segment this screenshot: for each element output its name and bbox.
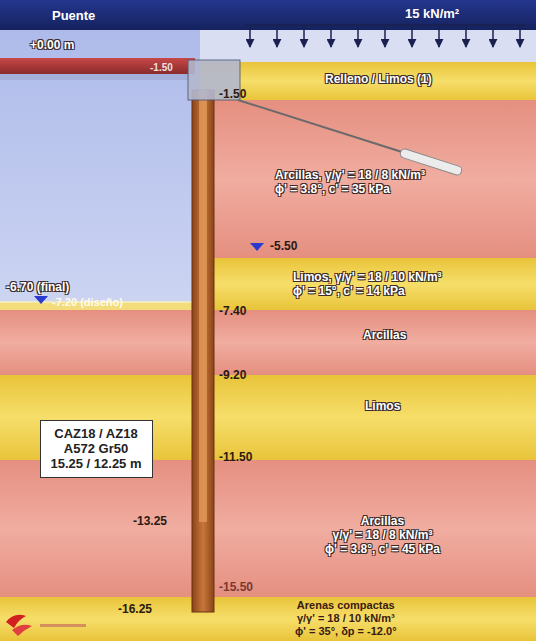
header-bar (0, 0, 536, 30)
soil-band (0, 597, 536, 641)
sheet-pile (192, 90, 214, 612)
elevation: -13.25 (133, 514, 167, 528)
layer-label: Arcillas (363, 328, 406, 342)
layer-label: ϕ' = 3.8°, c' = 45 kPa (325, 542, 440, 556)
text-group: Limos (365, 399, 400, 413)
text-group: Arcillasγ/γ' = 18 / 8 kN/m³ϕ' = 3.8°, c'… (325, 514, 440, 556)
load-arrow (411, 25, 413, 47)
load-arrow (303, 25, 305, 47)
soil-layer: Arcillas, γ/γ' = 18 / 8 kN/m³ϕ' = 3.8°, … (215, 100, 536, 258)
text-group: Arcillas, γ/γ' = 18 / 8 kN/m³ϕ' = 3.8°, … (275, 168, 425, 196)
load-value: 15 kN/m² (405, 6, 459, 21)
elevation: -9.20 (219, 368, 246, 382)
load-arrow (276, 25, 278, 47)
elevation: -7.40 (219, 304, 246, 318)
text-group: Limos, γ/γ' = 18 / 10 kN/m³ϕ' = 15°, c' … (293, 270, 442, 298)
short-pile (199, 90, 207, 522)
layer-label: ϕ' = 15°, c' = 14 kPa (293, 284, 442, 298)
text-group: Arcillas (363, 328, 406, 342)
soil-layer: Arenas compactasγ/γ' = 18 / 10 kN/m³ϕ' =… (215, 597, 536, 641)
layer-label: ϕ' = 3.8°, c' = 35 kPa (275, 182, 425, 196)
load-arrows (245, 25, 525, 47)
anchor-tie (238, 100, 402, 152)
water-level: -6.70 (final) (6, 280, 69, 294)
deck-shadow (0, 74, 195, 80)
spec-text: 15.25 / 12.25 m (50, 456, 142, 471)
soil-layer: Arcillasγ/γ' = 18 / 8 kN/m³ϕ' = 3.8°, c'… (215, 460, 536, 597)
layer-label: Relleno / Limos (1) (325, 72, 432, 86)
bridge-deck (0, 58, 195, 74)
soil-band (0, 310, 536, 375)
text-group: Arenas compactasγ/γ' = 18 / 10 kN/m³ϕ' =… (295, 599, 397, 638)
logo-text-mark (40, 624, 86, 627)
soil-layer: Relleno / Limos (1) (215, 62, 536, 100)
design-level: -7.20 (diseño) (52, 296, 123, 308)
soil-layer: Limos, γ/γ' = 18 / 10 kN/m³ϕ' = 15°, c' … (215, 258, 536, 310)
layer-label: ϕ' = 35°, δp = -12.0° (295, 625, 397, 638)
soil-layer: Limos (215, 375, 536, 460)
load-arrow (384, 25, 386, 47)
layer-label: Limos, γ/γ' = 18 / 10 kN/m³ (293, 270, 442, 284)
elevation: -11.50 (219, 450, 252, 464)
load-arrow (519, 25, 521, 47)
load-arrow (330, 25, 332, 47)
spec-text: A572 Gr50 (50, 441, 142, 456)
layer-label: γ/γ' = 18 / 8 kN/m³ (325, 528, 440, 542)
text-group: CAZ18 / AZ18A572 Gr5015.25 / 12.25 m (50, 426, 142, 471)
spec-text: CAZ18 / AZ18 (50, 426, 142, 441)
text-group: Relleno / Limos (1) (325, 72, 432, 86)
soil-band (200, 258, 536, 310)
load-arrow (492, 25, 494, 47)
elevation: +0.00 m (30, 38, 74, 52)
layer-label: γ/γ' = 18 / 10 kN/m³ (295, 612, 397, 625)
water-table-mark (250, 243, 264, 251)
load-arrow (438, 25, 440, 47)
layer-label: Arcillas (325, 514, 440, 528)
soil-band (200, 62, 536, 100)
elevation: -16.25 (118, 602, 152, 616)
soil-band (200, 100, 536, 258)
load-arrow (357, 25, 359, 47)
layer-label: Arenas compactas (295, 599, 397, 612)
elevation: -1.50 (219, 87, 246, 101)
bridge-label: Puente (52, 8, 95, 23)
logo-mark (12, 625, 32, 636)
elevation: -5.50 (270, 239, 297, 253)
load-arrow (465, 25, 467, 47)
soil-band (0, 375, 536, 460)
layer-label: Arcillas, γ/γ' = 18 / 8 kN/m³ (275, 168, 425, 182)
soil-band (0, 460, 536, 597)
water-level-mark (34, 296, 48, 304)
soil-layer: Arcillas (215, 310, 536, 375)
load-arrow (249, 25, 251, 47)
layer-label: Limos (365, 399, 400, 413)
elevation: -1.50 (150, 62, 173, 73)
spec-box: CAZ18 / AZ18A572 Gr5015.25 / 12.25 m (40, 420, 153, 478)
elevation: -15.50 (219, 580, 253, 594)
water-zone (0, 30, 200, 302)
